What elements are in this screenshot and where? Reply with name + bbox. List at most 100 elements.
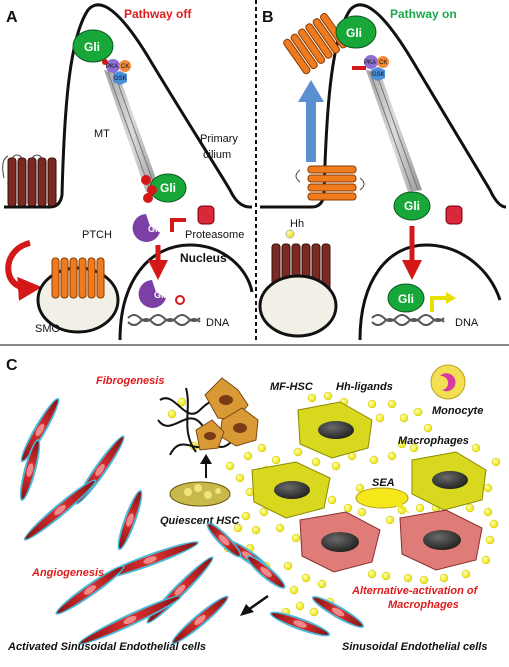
hh-ligand-dot <box>275 523 285 533</box>
mf-hsc-label: MF-HSC <box>270 381 314 393</box>
pka-kinase-a <box>106 59 120 73</box>
activated-sec-label: Activated Sinusoidal Endothelial cells <box>7 641 206 653</box>
proteasome-icon-b <box>445 205 463 225</box>
hh-ligand-dot <box>309 607 319 617</box>
panel-a-title: Pathway off <box>124 7 192 21</box>
dna-label-b: DNA <box>455 317 479 329</box>
phospho-dot-a <box>102 59 108 65</box>
gli-protein-b-nuc <box>387 283 425 313</box>
hh-ligand-dot <box>257 443 267 453</box>
hh-ligand-dot <box>323 391 333 401</box>
dna-label-a: DNA <box>206 317 230 329</box>
ck-kinase-b <box>377 56 389 68</box>
gsk-label-a: GSK <box>114 76 127 82</box>
microtubule-a <box>104 70 160 192</box>
ptch-receptor-a <box>2 154 57 207</box>
hh-ligand-dot <box>271 455 281 465</box>
gli-label-a-top: Gli <box>84 40 100 54</box>
hh-ligand-dot <box>355 483 365 493</box>
hh-ligand-dot <box>317 579 327 589</box>
glir-label-a: GliR <box>148 224 167 234</box>
macrophage-yellow-3 <box>411 451 487 511</box>
endothelial-cell <box>117 489 143 551</box>
inhibition-arc-a <box>5 240 42 301</box>
hh-ligand-dot <box>343 503 353 513</box>
endothelial-cell <box>101 541 199 579</box>
panel-c: C Fibrogenesis MF-HSC Hh-ligands <box>6 357 501 653</box>
sea-tail <box>392 500 410 514</box>
endothelial-cell <box>246 555 286 589</box>
hh-ligand-dot <box>301 573 311 583</box>
monocyte-cell <box>430 364 466 400</box>
hh-label: Hh <box>290 218 304 230</box>
gli-protein-b-mid <box>393 191 431 221</box>
panel-b-letter: B <box>262 9 274 26</box>
endothelial-cell <box>311 596 365 628</box>
endothelial-cell <box>55 565 125 615</box>
hh-ligand-dot <box>483 483 493 493</box>
gli-protein-b-top <box>335 15 377 49</box>
ck-label-b: CK <box>379 60 387 66</box>
mf-hsc-cells <box>195 377 259 451</box>
hh-ligand-dot <box>387 399 397 409</box>
hh-ligands-label: Hh-ligands <box>336 381 393 393</box>
pka-kinase-b <box>364 55 378 69</box>
hh-ligand-dot <box>167 409 177 419</box>
hh-ligand-dot <box>367 569 377 579</box>
alt-activation-label-2: Macrophages <box>388 599 459 611</box>
gsk-kinase-a <box>113 71 127 85</box>
hh-ligand-dot <box>293 447 303 457</box>
ck-kinase-a <box>119 60 131 72</box>
vesicle-b <box>258 274 338 338</box>
smo-receptor-b-top <box>283 12 348 75</box>
gsk-kinase-b <box>371 67 385 81</box>
hh-ligand-dot <box>311 457 321 467</box>
hh-ligand-dot <box>381 571 391 581</box>
phospho-dot-a2 <box>141 175 151 185</box>
microtubule-b <box>366 70 422 192</box>
glir-nuc-label: GliR <box>154 290 173 300</box>
endothelial-cell <box>20 397 60 463</box>
gli-label-b-nuc: Gli <box>398 292 414 306</box>
sec-label: Sinusoidal Endothelial cells <box>342 641 487 653</box>
endothelial-cell <box>78 595 182 645</box>
hh-ligand-dot <box>241 511 251 521</box>
hh-ligand-dot <box>357 507 367 517</box>
panel-a-letter: A <box>6 9 18 26</box>
gli-label-b-mid: Gli <box>404 199 420 213</box>
hh-ligand-dot <box>387 451 397 461</box>
fibrogenesis-label: Fibrogenesis <box>96 375 164 387</box>
quiescent-hsc-label: Quiescent HSC <box>160 515 241 527</box>
hh-ligand-dot <box>483 507 493 517</box>
hh-ligand-dot <box>369 455 379 465</box>
primary-label: Primary <box>200 133 238 145</box>
hh-ligand-dot <box>423 423 433 433</box>
pka-label-a: PKA <box>106 64 118 70</box>
hh-ligand-dot <box>485 535 495 545</box>
activation-arrowhead-b <box>446 292 456 304</box>
hh-ligand-dot <box>413 407 423 417</box>
cilium-membrane-a <box>4 3 252 209</box>
endothelial-cells <box>19 397 365 645</box>
hh-ligand-dot <box>291 533 301 543</box>
hh-ligand-dot <box>439 573 449 583</box>
angiogenesis-label: Angiogenesis <box>31 567 104 579</box>
smo-receptor-b-mid <box>295 165 365 201</box>
monocyte-label: Monocyte <box>432 405 483 417</box>
proteasome-icon <box>197 205 215 225</box>
panel-c-letter: C <box>6 357 18 374</box>
endothelial-cell <box>23 479 97 541</box>
hh-ligand-dot <box>225 461 235 471</box>
hh-ligand-dot <box>465 503 475 513</box>
hh-ligand-dot <box>331 461 341 471</box>
repress-mark-a <box>175 295 185 305</box>
hh-ligand-dot <box>251 525 261 535</box>
macrophage-red-1 <box>299 511 381 573</box>
hh-ligand-dot <box>385 515 395 525</box>
hh-ligand-dot <box>243 451 253 461</box>
endothelial-cell <box>19 439 41 501</box>
macrophage-red-2 <box>399 509 483 571</box>
hh-ligand-dot <box>259 507 269 517</box>
macrophage-yellow-2 <box>251 461 331 519</box>
